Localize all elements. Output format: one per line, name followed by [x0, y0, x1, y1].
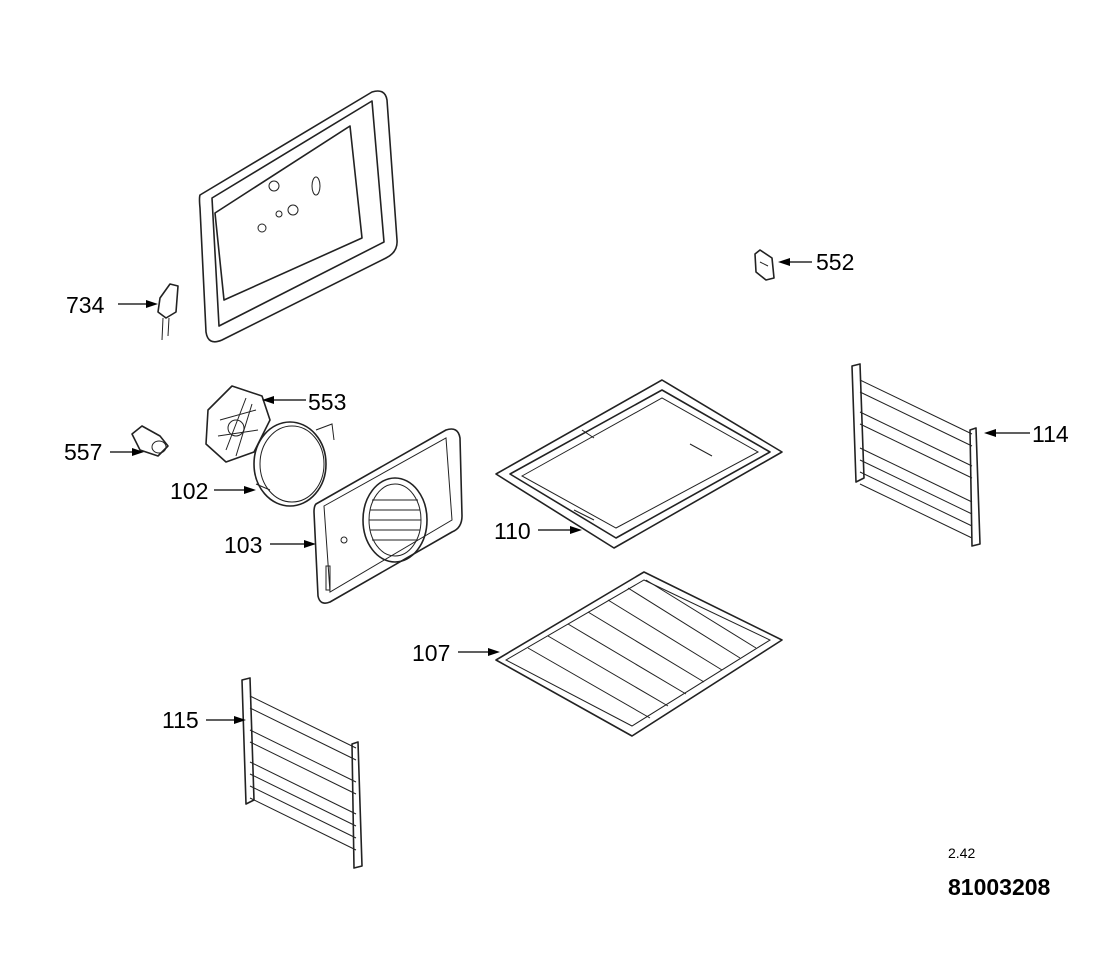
leader-103 [270, 540, 316, 548]
leader-110 [538, 526, 582, 534]
callout-114: 114 [1032, 421, 1069, 447]
diagram-code: 81003208 [948, 874, 1051, 900]
callout-734: 734 [66, 292, 105, 318]
leader-107 [458, 648, 500, 656]
leader-552 [778, 258, 812, 266]
callout-103: 103 [224, 532, 262, 558]
part-552 [754, 249, 775, 281]
part-553-fan-motor [205, 385, 271, 463]
callout-552: 552 [816, 249, 854, 275]
part-107-wire-shelf [495, 571, 783, 737]
oven-back-panel [198, 90, 398, 343]
callout-110: 110 [494, 518, 531, 544]
part-110-baking-tray [495, 379, 783, 549]
callout-115: 115 [162, 707, 199, 733]
leader-115 [206, 716, 246, 724]
leader-734 [118, 300, 158, 308]
part-103-fan-cover [313, 428, 463, 604]
part-734 [157, 283, 179, 341]
callout-107: 107 [412, 640, 450, 666]
callout-553: 553 [308, 389, 346, 415]
part-115-side-rack-left [241, 677, 363, 869]
leader-553 [262, 396, 306, 404]
part-102-heating-ring [253, 421, 335, 507]
leader-114 [984, 429, 1030, 437]
part-114-side-rack-right [851, 363, 981, 547]
leader-102 [214, 486, 256, 494]
callout-557: 557 [64, 439, 102, 465]
part-557-lamp [131, 425, 169, 457]
diagram-version: 2.42 [948, 845, 976, 861]
leader-557 [110, 448, 144, 456]
callout-102: 102 [170, 478, 208, 504]
